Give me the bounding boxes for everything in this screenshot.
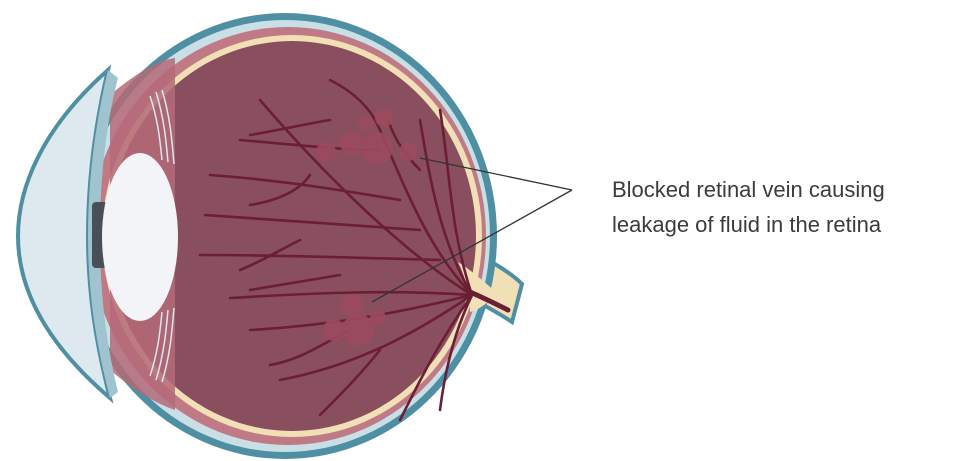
annotation-label-line-1: Blocked retinal vein causing [612, 175, 972, 205]
lens [102, 153, 178, 321]
annotation-label-line-2: leakage of fluid in the retina [612, 210, 972, 240]
